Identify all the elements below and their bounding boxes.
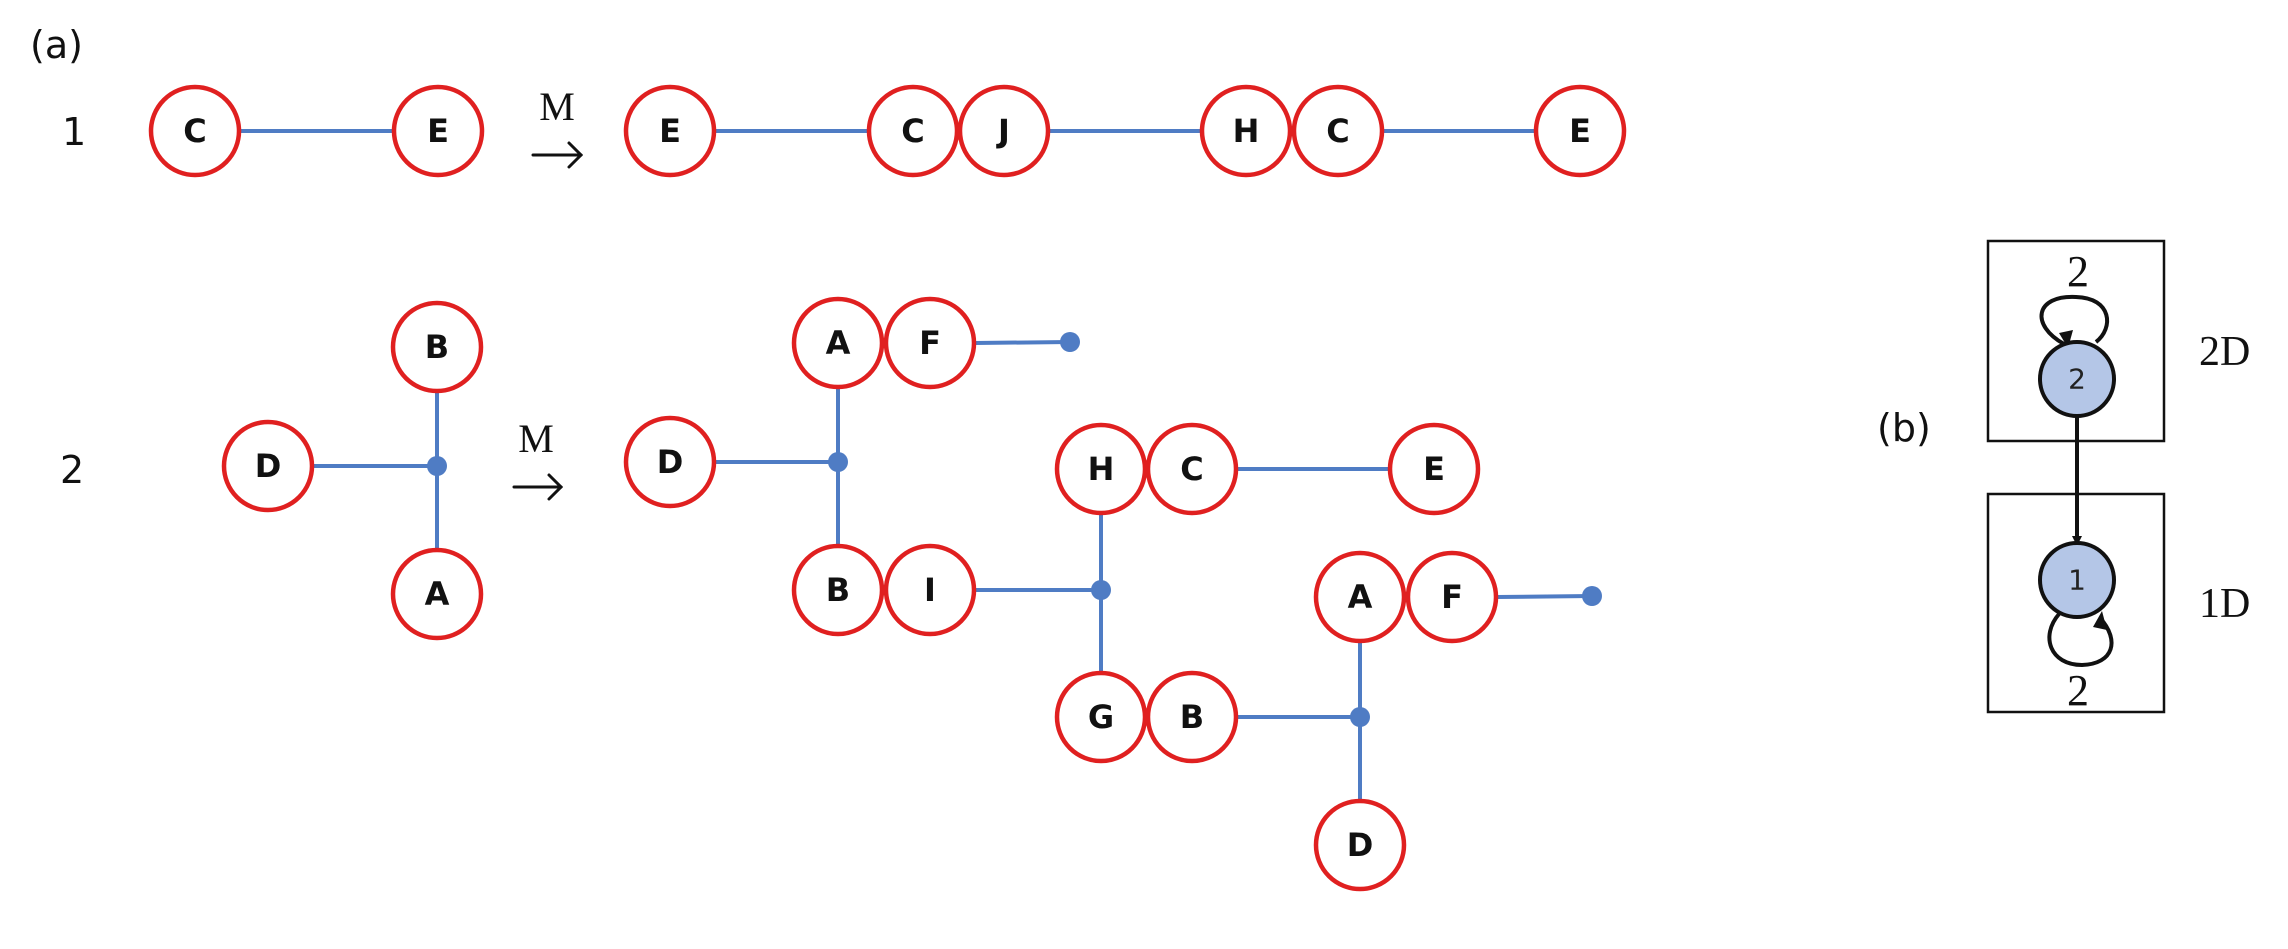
node: C xyxy=(1145,422,1239,516)
loop-arrowhead-upper xyxy=(2059,330,2073,348)
junction-dot xyxy=(1060,332,1080,352)
node: D xyxy=(1313,798,1407,892)
loop-arrowhead-lower xyxy=(2093,611,2107,630)
state-label-lower: 1 xyxy=(2068,564,2086,597)
svg-text:A: A xyxy=(1348,578,1373,616)
svg-text:E: E xyxy=(1569,112,1591,150)
arrow-head xyxy=(567,141,584,169)
row-2-lhs: B D A xyxy=(221,300,484,641)
operator-label: M xyxy=(539,84,575,129)
box-label-1d: 1D xyxy=(2199,581,2250,627)
row-2-operator: M xyxy=(512,416,564,501)
svg-text:E: E xyxy=(427,112,449,150)
node: J xyxy=(957,84,1051,178)
svg-text:F: F xyxy=(919,324,941,362)
svg-text:D: D xyxy=(1347,826,1374,864)
svg-text:D: D xyxy=(255,447,282,485)
svg-text:A: A xyxy=(425,575,450,613)
junction-dot xyxy=(1091,580,1111,600)
node: H xyxy=(1054,422,1148,516)
svg-text:B: B xyxy=(425,328,449,366)
svg-text:C: C xyxy=(1180,450,1203,488)
junction-dot xyxy=(828,452,848,472)
svg-text:B: B xyxy=(826,571,850,609)
svg-text:A: A xyxy=(826,324,851,362)
node: H xyxy=(1199,84,1293,178)
svg-text:J: J xyxy=(996,112,1010,150)
node: E xyxy=(623,84,717,178)
row-2-number: 2 xyxy=(60,448,84,492)
row-2-lhs-edges xyxy=(310,390,447,550)
node: E xyxy=(1533,84,1627,178)
node: D xyxy=(623,415,717,509)
node: A xyxy=(390,547,484,641)
junction-dot xyxy=(1582,586,1602,606)
node: C xyxy=(866,84,960,178)
row-1-operator: M xyxy=(531,84,584,169)
state-label-upper: 2 xyxy=(2068,363,2086,396)
svg-text:B: B xyxy=(1180,698,1204,736)
self-loop-label-upper: 2 xyxy=(2067,247,2089,296)
svg-text:E: E xyxy=(1423,450,1445,488)
svg-text:C: C xyxy=(901,112,924,150)
node: B xyxy=(390,300,484,394)
edge xyxy=(1495,594,1594,599)
svg-text:H: H xyxy=(1088,450,1115,488)
node: B xyxy=(791,543,885,637)
node: C xyxy=(1291,84,1385,178)
box-label-2d: 2D xyxy=(2199,329,2250,375)
node: G xyxy=(1054,670,1148,764)
node: A xyxy=(1313,550,1407,644)
junction-dot xyxy=(1350,707,1370,727)
node: I xyxy=(883,543,977,637)
state-node-lower xyxy=(2038,541,2116,619)
svg-text:F: F xyxy=(1441,578,1463,616)
arrow-head xyxy=(547,473,564,501)
panel-b-label: (b) xyxy=(1877,406,1931,450)
node: E xyxy=(1387,422,1481,516)
svg-text:E: E xyxy=(659,112,681,150)
panel-b: (b) 2D 1D 2 2 2 1 xyxy=(1877,239,2250,715)
panel-a-label: (a) xyxy=(30,23,83,67)
svg-text:H: H xyxy=(1233,112,1260,150)
node: E xyxy=(391,84,485,178)
self-loop-upper xyxy=(2039,294,2110,346)
junction-dot xyxy=(427,456,447,476)
operator-label: M xyxy=(518,416,554,461)
row-2-rhs: A F D B I H C E G B A F D xyxy=(623,296,1499,892)
svg-text:C: C xyxy=(1326,112,1349,150)
self-loop-label-lower: 2 xyxy=(2067,666,2089,715)
svg-text:I: I xyxy=(924,571,936,609)
self-loop-lower xyxy=(2047,612,2114,668)
row-1-number: 1 xyxy=(62,110,86,154)
svg-text:G: G xyxy=(1088,698,1114,736)
row-2-rhs-edges xyxy=(712,332,1602,802)
node: F xyxy=(883,296,977,390)
node: A xyxy=(791,296,885,390)
node: D xyxy=(221,419,315,513)
svg-text:D: D xyxy=(657,443,684,481)
svg-text:C: C xyxy=(183,112,206,150)
edge xyxy=(973,340,1072,345)
row-1-rhs: E C J H C E xyxy=(623,84,1627,178)
row-1-lhs: C E xyxy=(148,84,485,178)
node: F xyxy=(1405,550,1499,644)
node: C xyxy=(148,84,242,178)
node: B xyxy=(1145,670,1239,764)
state-node-upper xyxy=(2038,340,2116,418)
